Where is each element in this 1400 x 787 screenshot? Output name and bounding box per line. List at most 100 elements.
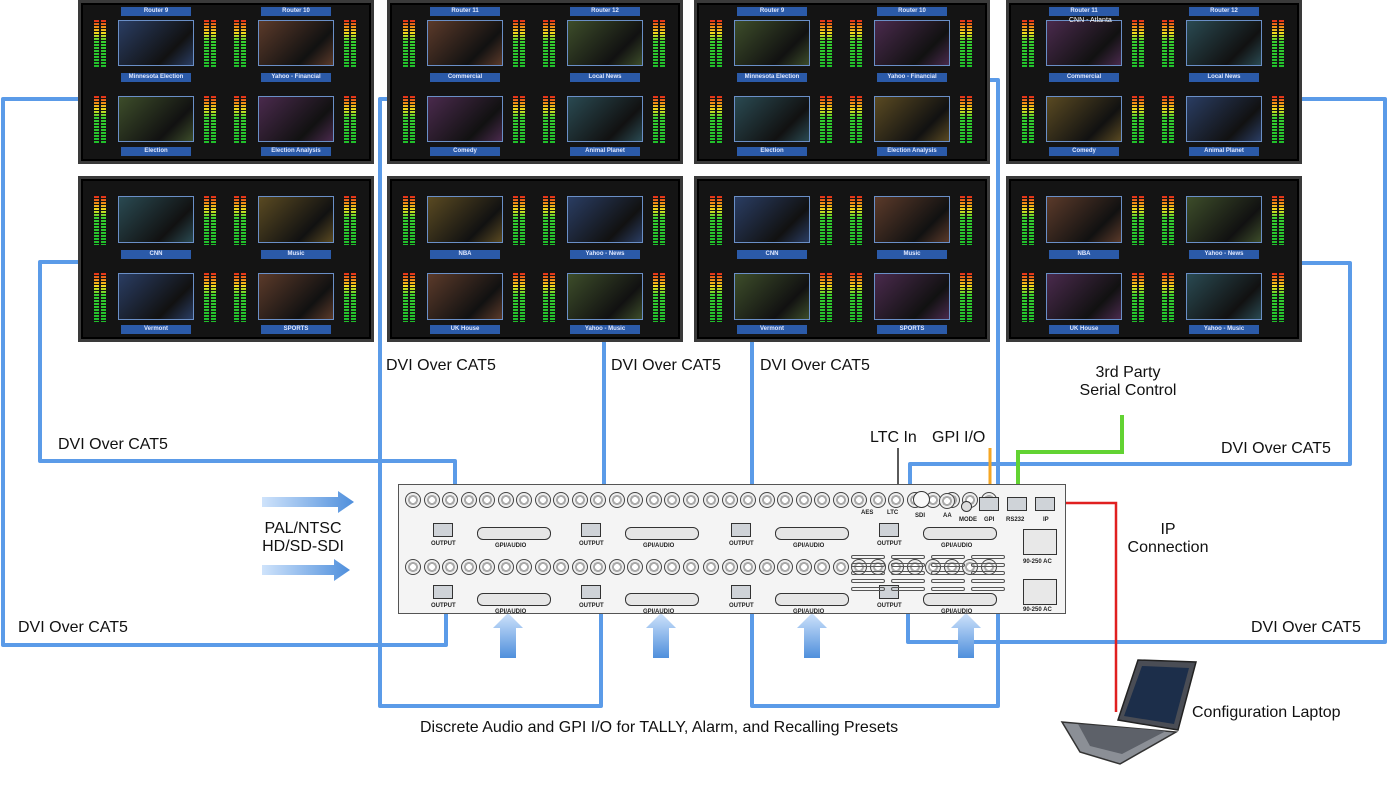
audio-meter <box>827 273 832 322</box>
bnc-connector <box>442 559 458 575</box>
gpi-audio-label: GPI/AUDIO <box>495 543 527 549</box>
audio-meter <box>967 20 972 68</box>
tile-label: CNN <box>737 250 807 259</box>
ltc-label: LTC <box>887 510 899 516</box>
audio-meter <box>717 20 722 68</box>
serial-control-line-1: 3rd Party <box>1095 364 1161 381</box>
bnc-connector <box>664 492 680 508</box>
audio-meter <box>1022 273 1027 322</box>
aes-label: AES <box>861 510 874 516</box>
audio-meter <box>850 196 855 245</box>
audio-meter <box>410 20 415 68</box>
audio-meter <box>1029 96 1034 144</box>
db-connector <box>923 593 997 606</box>
tile-label: Commercial <box>1049 73 1119 82</box>
video-tile <box>1046 196 1122 243</box>
audio-meter <box>827 20 832 68</box>
bnc-connector <box>534 559 551 575</box>
rs232-label: RS232 <box>1006 517 1025 523</box>
bnc-connector <box>682 559 699 575</box>
dvi-label-right-low: DVI Over CAT5 <box>1251 619 1361 636</box>
audio-meter <box>710 273 715 322</box>
video-tile <box>258 20 334 66</box>
gpi-audio-label: GPI/AUDIO <box>793 543 825 549</box>
bnc-connector <box>423 492 440 508</box>
audio-meter <box>94 273 99 322</box>
audio-meter <box>850 96 855 144</box>
audio-meter <box>543 196 548 245</box>
vent-slot <box>931 555 965 559</box>
bnc-connector <box>460 559 477 575</box>
audio-meter <box>1279 20 1284 68</box>
rj45-port <box>1007 497 1027 511</box>
audio-meter <box>234 20 239 68</box>
tile-label: Yahoo - Music <box>570 325 640 334</box>
dvi-label-top-left: DVI Over CAT5 <box>386 357 496 374</box>
serial-control-line-2: Serial Control <box>1079 382 1177 400</box>
output-label: OUTPUT <box>729 603 754 609</box>
rj45-port <box>979 497 999 511</box>
tile-label: Music <box>261 250 331 259</box>
audio-meter <box>960 273 965 322</box>
bnc-connector <box>627 559 643 575</box>
audio-meter <box>967 273 972 322</box>
input-formats-label: PAL/NTSC HD/SD-SDI <box>248 520 358 557</box>
audio-meter <box>1139 20 1144 68</box>
audio-meter <box>1139 96 1144 144</box>
audio-meter <box>660 20 665 68</box>
audio-meter <box>1022 20 1027 68</box>
bnc-connector <box>590 492 606 508</box>
bnc-connector <box>939 493 955 509</box>
audio-meter <box>960 96 965 144</box>
audio-meter <box>1029 20 1034 68</box>
audio-meter <box>1029 196 1034 245</box>
bnc-connector <box>777 492 793 508</box>
power-label: 90-250 AC <box>1023 607 1052 613</box>
bnc-connector <box>460 492 477 508</box>
audio-meter <box>403 273 408 322</box>
bnc-connector <box>869 492 886 508</box>
audio-meter <box>827 196 832 245</box>
video-tile <box>567 96 643 142</box>
dvi-label-top-mid: DVI Over CAT5 <box>611 357 721 374</box>
audio-meter <box>351 273 356 322</box>
audio-meter <box>204 20 209 68</box>
bnc-connector <box>627 492 643 508</box>
dvi-label-right-mid: DVI Over CAT5 <box>1221 440 1331 457</box>
audio-meter <box>1139 273 1144 322</box>
serial-cable <box>1016 415 1124 498</box>
bnc-connector <box>758 559 775 575</box>
up-arrow-4 <box>951 613 981 658</box>
bnc-connector <box>553 492 569 508</box>
cable-monitor-2 <box>378 97 603 708</box>
audio-meter <box>543 96 548 144</box>
mode-knob <box>961 501 972 512</box>
audio-meter <box>960 20 965 68</box>
bnc-connector <box>777 559 793 575</box>
bnc-connector <box>832 559 849 575</box>
rj45-port <box>581 585 601 599</box>
power-label: 90-250 AC <box>1023 559 1052 565</box>
video-tile <box>118 196 194 243</box>
audio-meter <box>520 273 525 322</box>
audio-meter <box>543 20 548 68</box>
audio-meter <box>1022 196 1027 245</box>
tile-label: Yahoo - Financial <box>877 73 947 82</box>
gpi-audio-label: GPI/AUDIO <box>941 609 973 615</box>
vent-slot <box>971 555 1005 559</box>
gpi-audio-label: GPI/AUDIO <box>643 609 675 615</box>
vent-slot <box>891 555 925 559</box>
video-tile <box>734 196 810 243</box>
cable-monitor-4 <box>906 97 1387 644</box>
audio-meter <box>403 196 408 245</box>
audio-meter <box>1162 20 1167 68</box>
bnc-connector <box>851 492 867 508</box>
audio-meter <box>234 273 239 322</box>
dvi-label-left-low: DVI Over CAT5 <box>18 619 128 636</box>
video-tile <box>258 96 334 142</box>
db-connector <box>477 593 551 606</box>
